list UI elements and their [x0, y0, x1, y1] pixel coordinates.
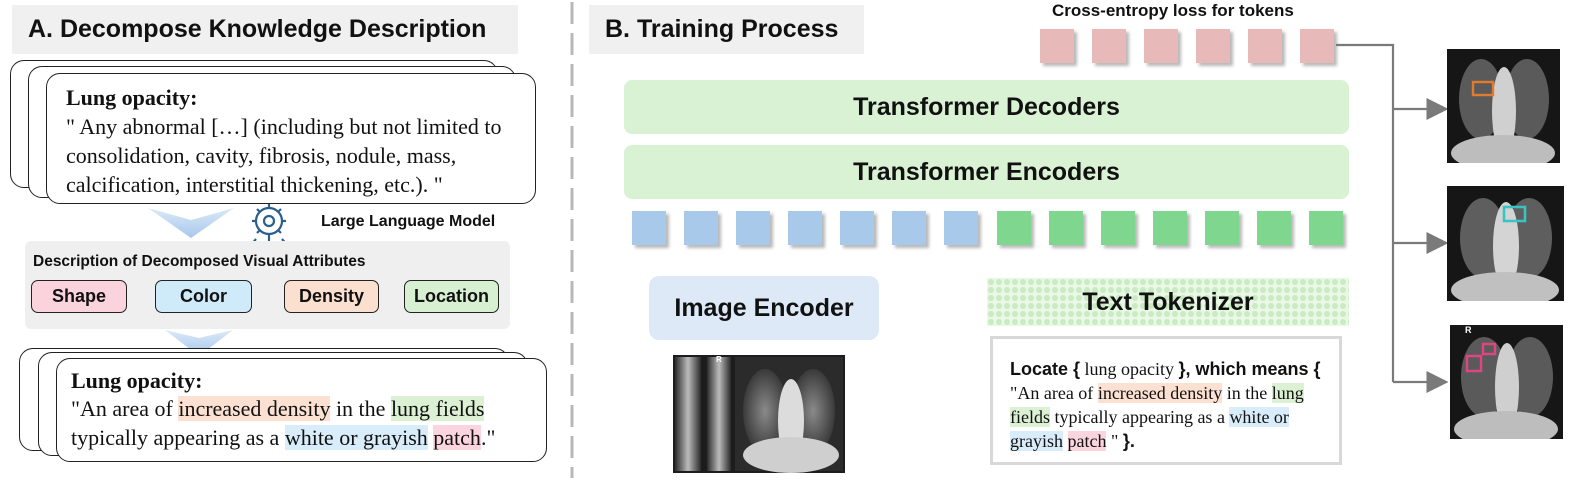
card2-body: "An area of increased density in the lun…: [71, 394, 534, 452]
result-xray-1: [1447, 49, 1560, 163]
card1-body: " Any abnormal […] (including but not li…: [66, 114, 502, 197]
image-token: [736, 211, 770, 245]
card2-seg-8: .": [480, 425, 496, 450]
image-token: [684, 211, 718, 245]
text-token: [1049, 211, 1083, 245]
image-encoder: Image Encoder: [649, 276, 879, 340]
prompt-hl-shape: patch: [1067, 431, 1107, 451]
attribute-location: Location: [404, 280, 499, 313]
prompt-which-means: }, which means {: [1178, 359, 1321, 379]
text-token: [1153, 211, 1187, 245]
result-xray-3: [1450, 325, 1563, 439]
text-token: [1309, 211, 1343, 245]
text-token: [1257, 211, 1291, 245]
prompt-seg-1: "An area of: [1010, 383, 1098, 403]
result-connector: [1336, 43, 1448, 393]
image-token: [892, 211, 926, 245]
xray-marker: R: [716, 355, 722, 364]
knowledge-card-decomposed: Lung opacity: "An area of increased dens…: [56, 358, 547, 462]
attributes-box: Description of Decomposed Visual Attribu…: [25, 241, 510, 329]
highlight-location: lung fields: [390, 396, 485, 421]
highlight-shape: patch: [433, 425, 481, 450]
prompt-locate: Locate {: [1010, 359, 1081, 379]
card2-seg-2: in the: [330, 396, 391, 421]
input-xray-image: [673, 355, 845, 473]
attribute-shape: Shape: [31, 280, 127, 313]
output-token: [1196, 29, 1230, 63]
attributes-title: Description of Decomposed Visual Attribu…: [33, 253, 366, 270]
transformer-decoders: Transformer Decoders: [624, 80, 1349, 134]
image-token: [840, 211, 874, 245]
prompt-hl-density: increased density: [1097, 383, 1223, 403]
prompt-seg-3: typically appearing as a: [1050, 407, 1230, 427]
transformer-encoders: Transformer Encoders: [624, 145, 1349, 199]
result-xray-2: [1447, 186, 1564, 301]
image-token: [632, 211, 666, 245]
card1-heading: Lung opacity:: [66, 85, 198, 110]
prompt-close: }.: [1122, 431, 1135, 451]
image-token: [944, 211, 978, 245]
text-token: [1101, 211, 1135, 245]
knowledge-card-original: Lung opacity: " Any abnormal […] (includ…: [46, 73, 536, 204]
card2-seg-0: "An area of: [71, 396, 179, 421]
output-token: [1040, 29, 1074, 63]
loss-label: Cross-entropy loss for tokens: [1052, 1, 1294, 20]
prompt-box: Locate { lung opacity }, which means { "…: [990, 336, 1342, 465]
highlight-color: white or grayish: [284, 425, 428, 450]
attribute-density: Density: [284, 280, 379, 313]
output-token: [1144, 29, 1178, 63]
prompt-seg-4: [1063, 431, 1068, 451]
card2-heading: Lung opacity:: [71, 368, 203, 393]
prompt-class: lung opacity: [1080, 359, 1179, 379]
highlight-density: increased density: [178, 396, 331, 421]
attribute-color: Color: [155, 280, 252, 313]
image-token: [788, 211, 822, 245]
prompt-seg-5: ": [1106, 431, 1123, 451]
panel-b-title: B. Training Process: [589, 5, 864, 54]
text-tokenizer-pattern: [987, 278, 1349, 326]
text-token: [1205, 211, 1239, 245]
prompt-seg-2: in the: [1222, 383, 1272, 403]
output-token: [1248, 29, 1282, 63]
text-token: [997, 211, 1031, 245]
output-token: [1092, 29, 1126, 63]
arrow-down-2: [165, 330, 233, 356]
output-token: [1300, 29, 1334, 63]
arrow-down-1: [148, 208, 234, 238]
section-divider: [570, 2, 574, 478]
card2-seg-4: typically appearing as a: [71, 425, 285, 450]
text-tokenizer: Text Tokenizer: [1082, 287, 1254, 316]
panel-a-title: A. Decompose Knowledge Description: [12, 5, 518, 54]
result-xray-3-marker: R: [1465, 325, 1472, 335]
llm-label: Large Language Model: [321, 213, 496, 230]
